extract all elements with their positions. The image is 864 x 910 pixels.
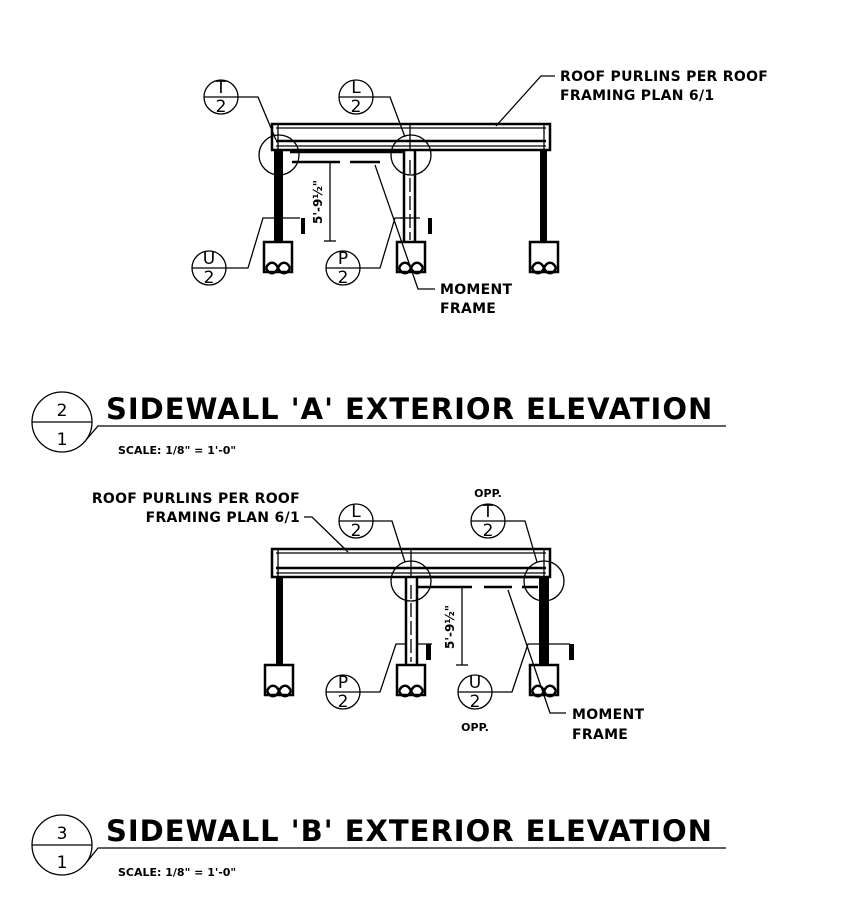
- svg-text:FRAME: FRAME: [572, 727, 628, 743]
- detail-circle: [390, 560, 432, 602]
- svg-text:L: L: [351, 78, 361, 98]
- column-right: [539, 577, 549, 665]
- scale: SCALE: 1/8" = 1'-0": [118, 444, 236, 457]
- svg-text:2: 2: [351, 97, 362, 117]
- opp-label: OPP.: [474, 487, 502, 500]
- opp-label: OPP.: [461, 721, 489, 734]
- column-middle: [402, 150, 417, 242]
- detail-number: 3: [57, 824, 68, 844]
- elevation-b: 5'-9½" L 2 OPP. T 2 P 2 U 2 OPP.: [31, 487, 726, 879]
- detail-circle: [390, 134, 432, 176]
- roof-purlins-note: ROOF PURLINS PER ROOF FRAMING PLAN 6/1: [495, 69, 768, 127]
- footing: [262, 240, 294, 275]
- bubble-p2[interactable]: P 2: [325, 643, 406, 712]
- moment-frame-line: [290, 150, 404, 164]
- dimension: 5'-9½": [443, 588, 468, 666]
- column-middle: [404, 577, 419, 665]
- column-left: [276, 577, 283, 665]
- roof-beam: [270, 547, 552, 579]
- svg-text:MOMENT: MOMENT: [440, 282, 513, 298]
- detail-number: 2: [57, 401, 68, 421]
- svg-text:FRAMING PLAN 6/1: FRAMING PLAN 6/1: [560, 88, 714, 104]
- svg-text:2: 2: [483, 521, 494, 541]
- bubble-l2[interactable]: L 2: [338, 502, 406, 563]
- svg-text:2: 2: [351, 521, 362, 541]
- sheet-number: 1: [57, 853, 68, 873]
- svg-text:ROOF PURLINS PER ROOF: ROOF PURLINS PER ROOF: [560, 69, 768, 85]
- sheet-number: 1: [57, 430, 68, 450]
- footing: [528, 240, 560, 275]
- moment-frame-note: MOMENT FRAME: [507, 589, 645, 743]
- moment-frame-line: [417, 575, 540, 589]
- title: SIDEWALL 'A' EXTERIOR ELEVATION: [106, 392, 713, 426]
- footing: [528, 663, 560, 698]
- footing: [263, 663, 295, 698]
- title-block-a: 2 1 SIDEWALL 'A' EXTERIOR ELEVATION SCAL…: [31, 391, 726, 457]
- bubble-u2-opp[interactable]: U 2 OPP.: [457, 643, 540, 734]
- svg-text:2: 2: [470, 692, 481, 712]
- bubble-p2[interactable]: P 2: [325, 217, 404, 288]
- detail-circle: [523, 560, 565, 602]
- svg-text:L: L: [351, 502, 361, 522]
- svg-text:MOMENT: MOMENT: [572, 707, 645, 723]
- bubble-l2[interactable]: L 2: [338, 78, 406, 138]
- svg-text:2: 2: [338, 268, 349, 288]
- column-left: [274, 150, 283, 242]
- dimension: 5'-9½": [311, 163, 336, 242]
- svg-text:2: 2: [338, 692, 349, 712]
- svg-text:T: T: [215, 78, 227, 98]
- roof-purlins-note: ROOF PURLINS PER ROOF FRAMING PLAN 6/1: [92, 491, 349, 553]
- title: SIDEWALL 'B' EXTERIOR ELEVATION: [106, 814, 713, 848]
- moment-frame-note: MOMENT FRAME: [374, 164, 513, 317]
- svg-text:2: 2: [216, 97, 227, 117]
- svg-text:U: U: [203, 249, 215, 269]
- svg-text:5'-9½": 5'-9½": [443, 605, 457, 649]
- bubble-t2-opp[interactable]: OPP. T 2: [470, 487, 538, 563]
- svg-text:T: T: [482, 502, 494, 522]
- detail-circle: [258, 134, 300, 176]
- svg-text:U: U: [469, 673, 481, 693]
- svg-text:FRAME: FRAME: [440, 301, 496, 317]
- svg-text:ROOF PURLINS PER ROOF: ROOF PURLINS PER ROOF: [92, 491, 300, 507]
- svg-text:FRAMING PLAN 6/1: FRAMING PLAN 6/1: [146, 510, 300, 526]
- scale: SCALE: 1/8" = 1'-0": [118, 866, 236, 879]
- column-right: [540, 150, 547, 242]
- bubble-t2[interactable]: T 2: [203, 78, 277, 141]
- svg-text:P: P: [338, 673, 348, 693]
- svg-text:5'-9½": 5'-9½": [311, 180, 325, 224]
- footing: [395, 663, 427, 698]
- elevation-a: 5'-9½" T 2 L 2 U 2 P 2: [31, 69, 768, 457]
- roof-beam: [270, 122, 552, 152]
- bubble-u2[interactable]: U 2: [191, 217, 283, 288]
- svg-text:P: P: [338, 249, 348, 269]
- title-block-b: 3 1 SIDEWALL 'B' EXTERIOR ELEVATION SCAL…: [31, 814, 726, 879]
- svg-text:2: 2: [204, 268, 215, 288]
